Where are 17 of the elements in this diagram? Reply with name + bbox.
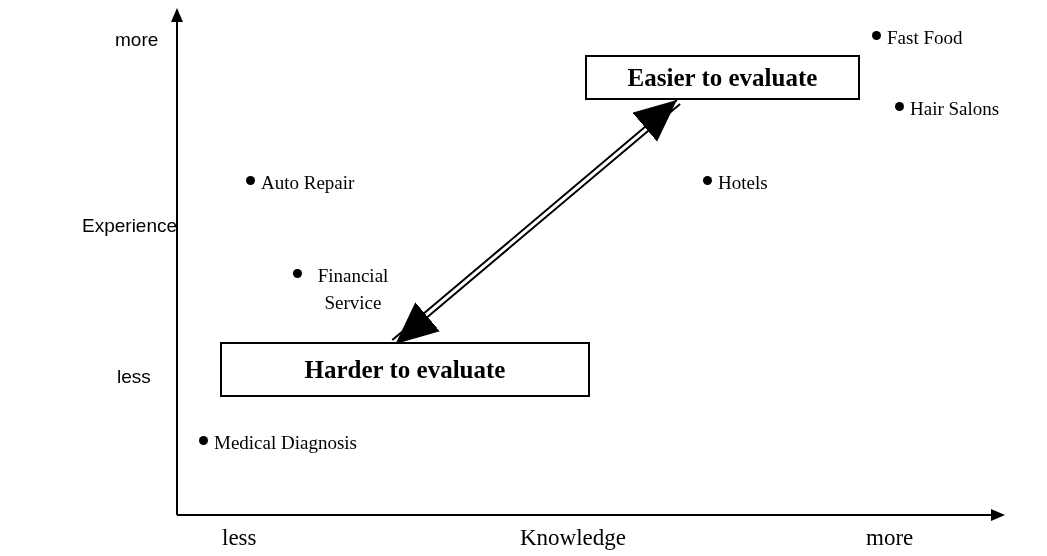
box-text: Easier to evaluate xyxy=(627,65,818,90)
axis-label: Knowledge xyxy=(520,524,627,552)
label-box xyxy=(585,55,860,100)
label-box xyxy=(220,342,590,397)
point-label: Hair Salons xyxy=(910,97,1000,121)
point-label: Financial Service xyxy=(316,264,390,315)
axis-label: Experience xyxy=(82,214,178,238)
point-label: Hotels xyxy=(718,171,768,195)
box-text: Harder to evaluate xyxy=(304,357,506,382)
axis-label: more xyxy=(866,524,914,552)
axis-label: more xyxy=(115,28,159,52)
double-arrow xyxy=(391,99,682,345)
axis-label: less xyxy=(222,524,257,552)
axis-label: less xyxy=(117,365,151,389)
point-label: Auto Repair xyxy=(261,171,355,195)
point-label: Fast Food xyxy=(887,26,963,50)
point-label: Medical Diagnosis xyxy=(214,431,357,455)
